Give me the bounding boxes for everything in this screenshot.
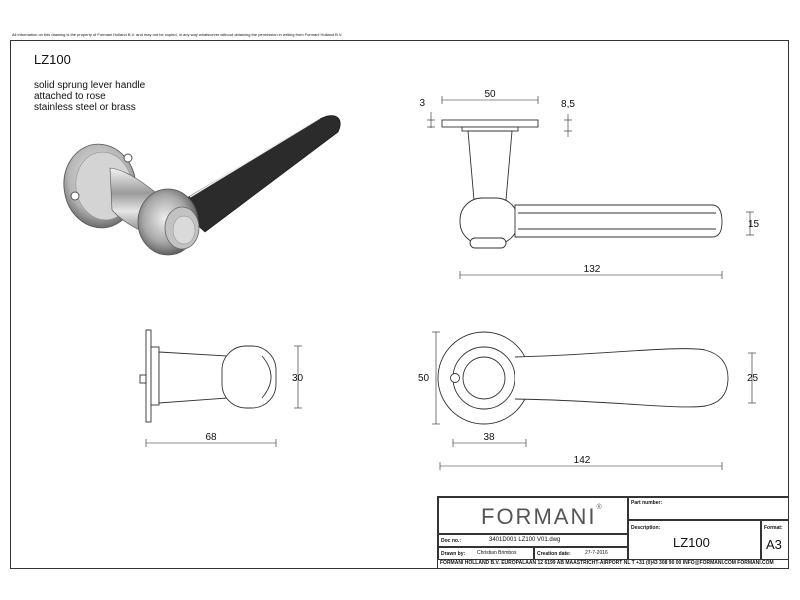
dim-top-width: 50 (484, 89, 496, 100)
brand-cell: FORMANI® (438, 497, 628, 534)
company-footer: FORMANI HOLLAND B.V. EUROPALAAN 12 6199 … (440, 560, 774, 566)
creation-date-label: Creation date: (537, 551, 571, 557)
product-description: solid sprung lever handle attached to ro… (34, 80, 145, 113)
dim-top-length: 132 (584, 264, 601, 275)
drawing-frame (10, 40, 789, 569)
description-line: solid sprung lever handle (34, 80, 146, 91)
dim-top-rose-height: 8,5 (561, 99, 575, 110)
dim-front-width: 25 (747, 373, 759, 384)
description-line: stainless steel or brass (34, 102, 136, 113)
dim-front-length: 142 (574, 455, 591, 466)
doc-no-value: 3401D001 LZ100 V01.dwg (489, 537, 561, 543)
format-label: Format: (764, 525, 783, 531)
dim-side-depth: 68 (205, 432, 217, 443)
description-line: attached to rose (34, 91, 106, 102)
format-cell: Format: A3 (761, 520, 789, 560)
dimension-lines (145, 96, 756, 470)
doc-no-cell: Doc no.: 3401D001 LZ100 V01.dwg (438, 534, 628, 547)
creation-date-value: 27-7-2016 (585, 550, 608, 556)
model-title: LZ100 (34, 52, 71, 67)
dim-top-thickness: 3 (419, 98, 425, 109)
drawn-by-value: Christian Brimbos (477, 550, 517, 556)
perspective-illustration (63, 115, 341, 256)
title-block: FORMANI® Part number: Doc no.: 3401D001 … (437, 496, 789, 569)
part-number-cell: Part number: (628, 497, 789, 520)
part-number-label: Part number: (631, 500, 663, 506)
creation-date-cell: Creation date: 27-7-2016 (534, 547, 628, 560)
top-view (441, 119, 723, 249)
doc-no-label: Doc no.: (441, 538, 461, 544)
front-view (437, 331, 729, 425)
brand-logo: FORMANI® (481, 504, 604, 529)
dim-top-handle-height: 15 (748, 219, 760, 230)
drawn-by-label: Drawn by: (441, 551, 466, 557)
drawn-by-cell: Drawn by: Christian Brimbos (438, 547, 534, 560)
description-cell: Description: LZ100 (628, 520, 761, 560)
side-view (139, 329, 277, 423)
format-value: A3 (766, 537, 782, 552)
disclaimer-text: All information on this drawing is the p… (12, 32, 343, 37)
dimension-labels: 50 3 8,5 15 132 30 68 50 38 25 142 (205, 89, 759, 466)
dim-front-diameter: 50 (418, 373, 430, 384)
dim-front-inner: 38 (483, 432, 495, 443)
dim-side-height: 30 (292, 373, 304, 384)
description-value: LZ100 (673, 535, 710, 550)
description-label: Description: (631, 525, 661, 531)
